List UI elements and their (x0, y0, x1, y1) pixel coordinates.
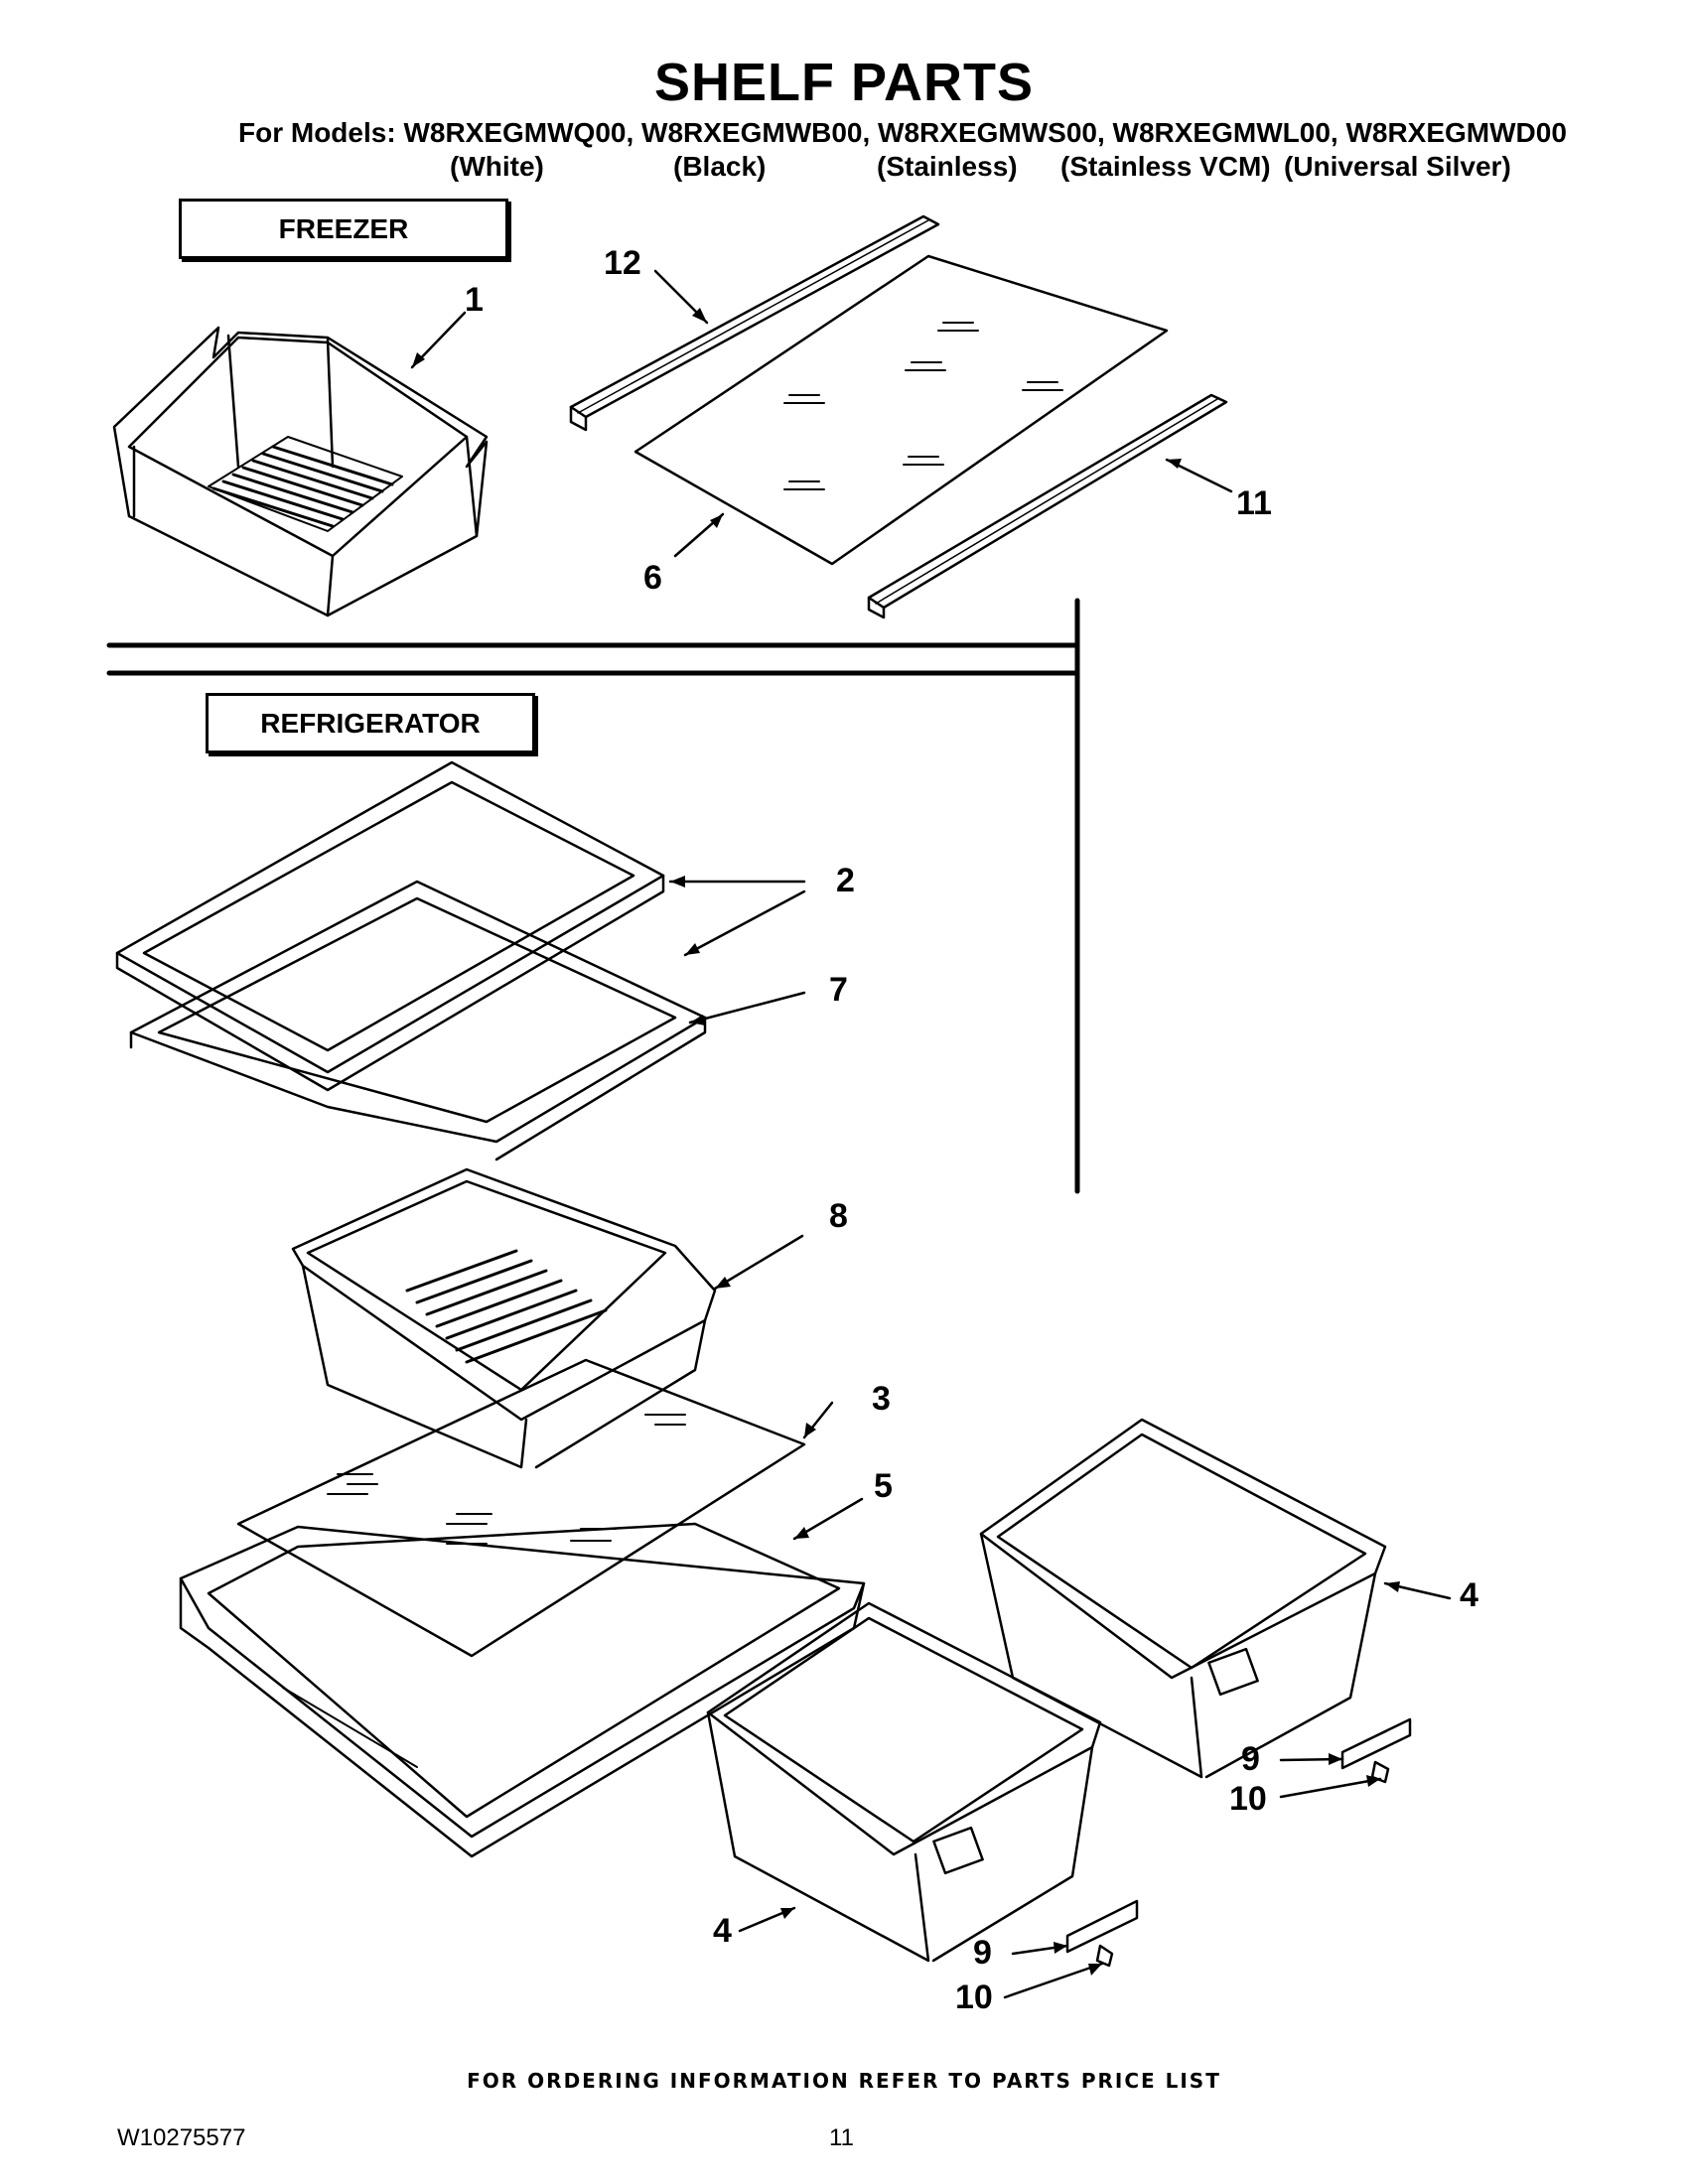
part-1-freezer-basket (112, 326, 489, 617)
callout-3: 3 (872, 1380, 891, 1418)
part-4-crisper-drawer-right (979, 1418, 1387, 1779)
callout-8: 8 (829, 1197, 848, 1235)
callout-4-left: 4 (713, 1912, 732, 1950)
ordering-note: FOR ORDERING INFORMATION REFER TO PARTS … (467, 2069, 1221, 2093)
part-4-crisper-drawer-left (706, 1601, 1102, 1963)
callout-11: 11 (1236, 484, 1272, 522)
callout-1: 1 (465, 281, 484, 319)
variant-label-universal-silver: (Universal Silver) (1284, 151, 1511, 182)
callout-10-left: 10 (955, 1979, 993, 2016)
callout-12: 12 (604, 244, 641, 282)
callout-arrowheads (412, 308, 1400, 1976)
part-12-shelf-trim (569, 214, 940, 432)
callout-6: 6 (643, 559, 662, 597)
callout-5: 5 (874, 1467, 893, 1505)
page-number: 11 (829, 2124, 854, 2151)
callout-7: 7 (829, 971, 848, 1009)
variant-label-black: (Black) (673, 151, 767, 182)
part-7-shelf-frame-lower (129, 880, 707, 1161)
section-label-refrigerator: REFRIGERATOR (206, 693, 535, 753)
callout-2: 2 (836, 862, 855, 899)
variant-label-white: (White) (450, 151, 544, 182)
part-11-shelf-trim (867, 393, 1228, 619)
callout-10-right: 10 (1229, 1780, 1267, 1818)
part-8-deli-drawer (291, 1167, 717, 1469)
document-number: W10275577 (117, 2124, 246, 2151)
part-6-glass-shelf (633, 254, 1169, 566)
section-label-freezer: FREEZER (179, 199, 508, 259)
callout-leaders (410, 269, 1452, 1999)
callout-9-left: 9 (973, 1934, 992, 1972)
part-3-glass-shelf (236, 1358, 806, 1658)
callout-9-right: 9 (1241, 1740, 1260, 1778)
callout-4-right: 4 (1460, 1576, 1478, 1614)
page-title: SHELF PARTS (653, 53, 1034, 112)
part-2-shelf-frame (115, 760, 665, 1092)
part-5-crisper-cover-frame (179, 1522, 866, 1858)
part-9-10-clips (1065, 1717, 1412, 1968)
variant-label-stainless-vcm: (Stainless VCM) (1060, 151, 1271, 182)
section-divider (106, 598, 1080, 1194)
variant-label-stainless: (Stainless) (877, 151, 1018, 182)
models-line: For Models: W8RXEGMWQ00, W8RXEGMWB00, W8… (238, 117, 1567, 148)
